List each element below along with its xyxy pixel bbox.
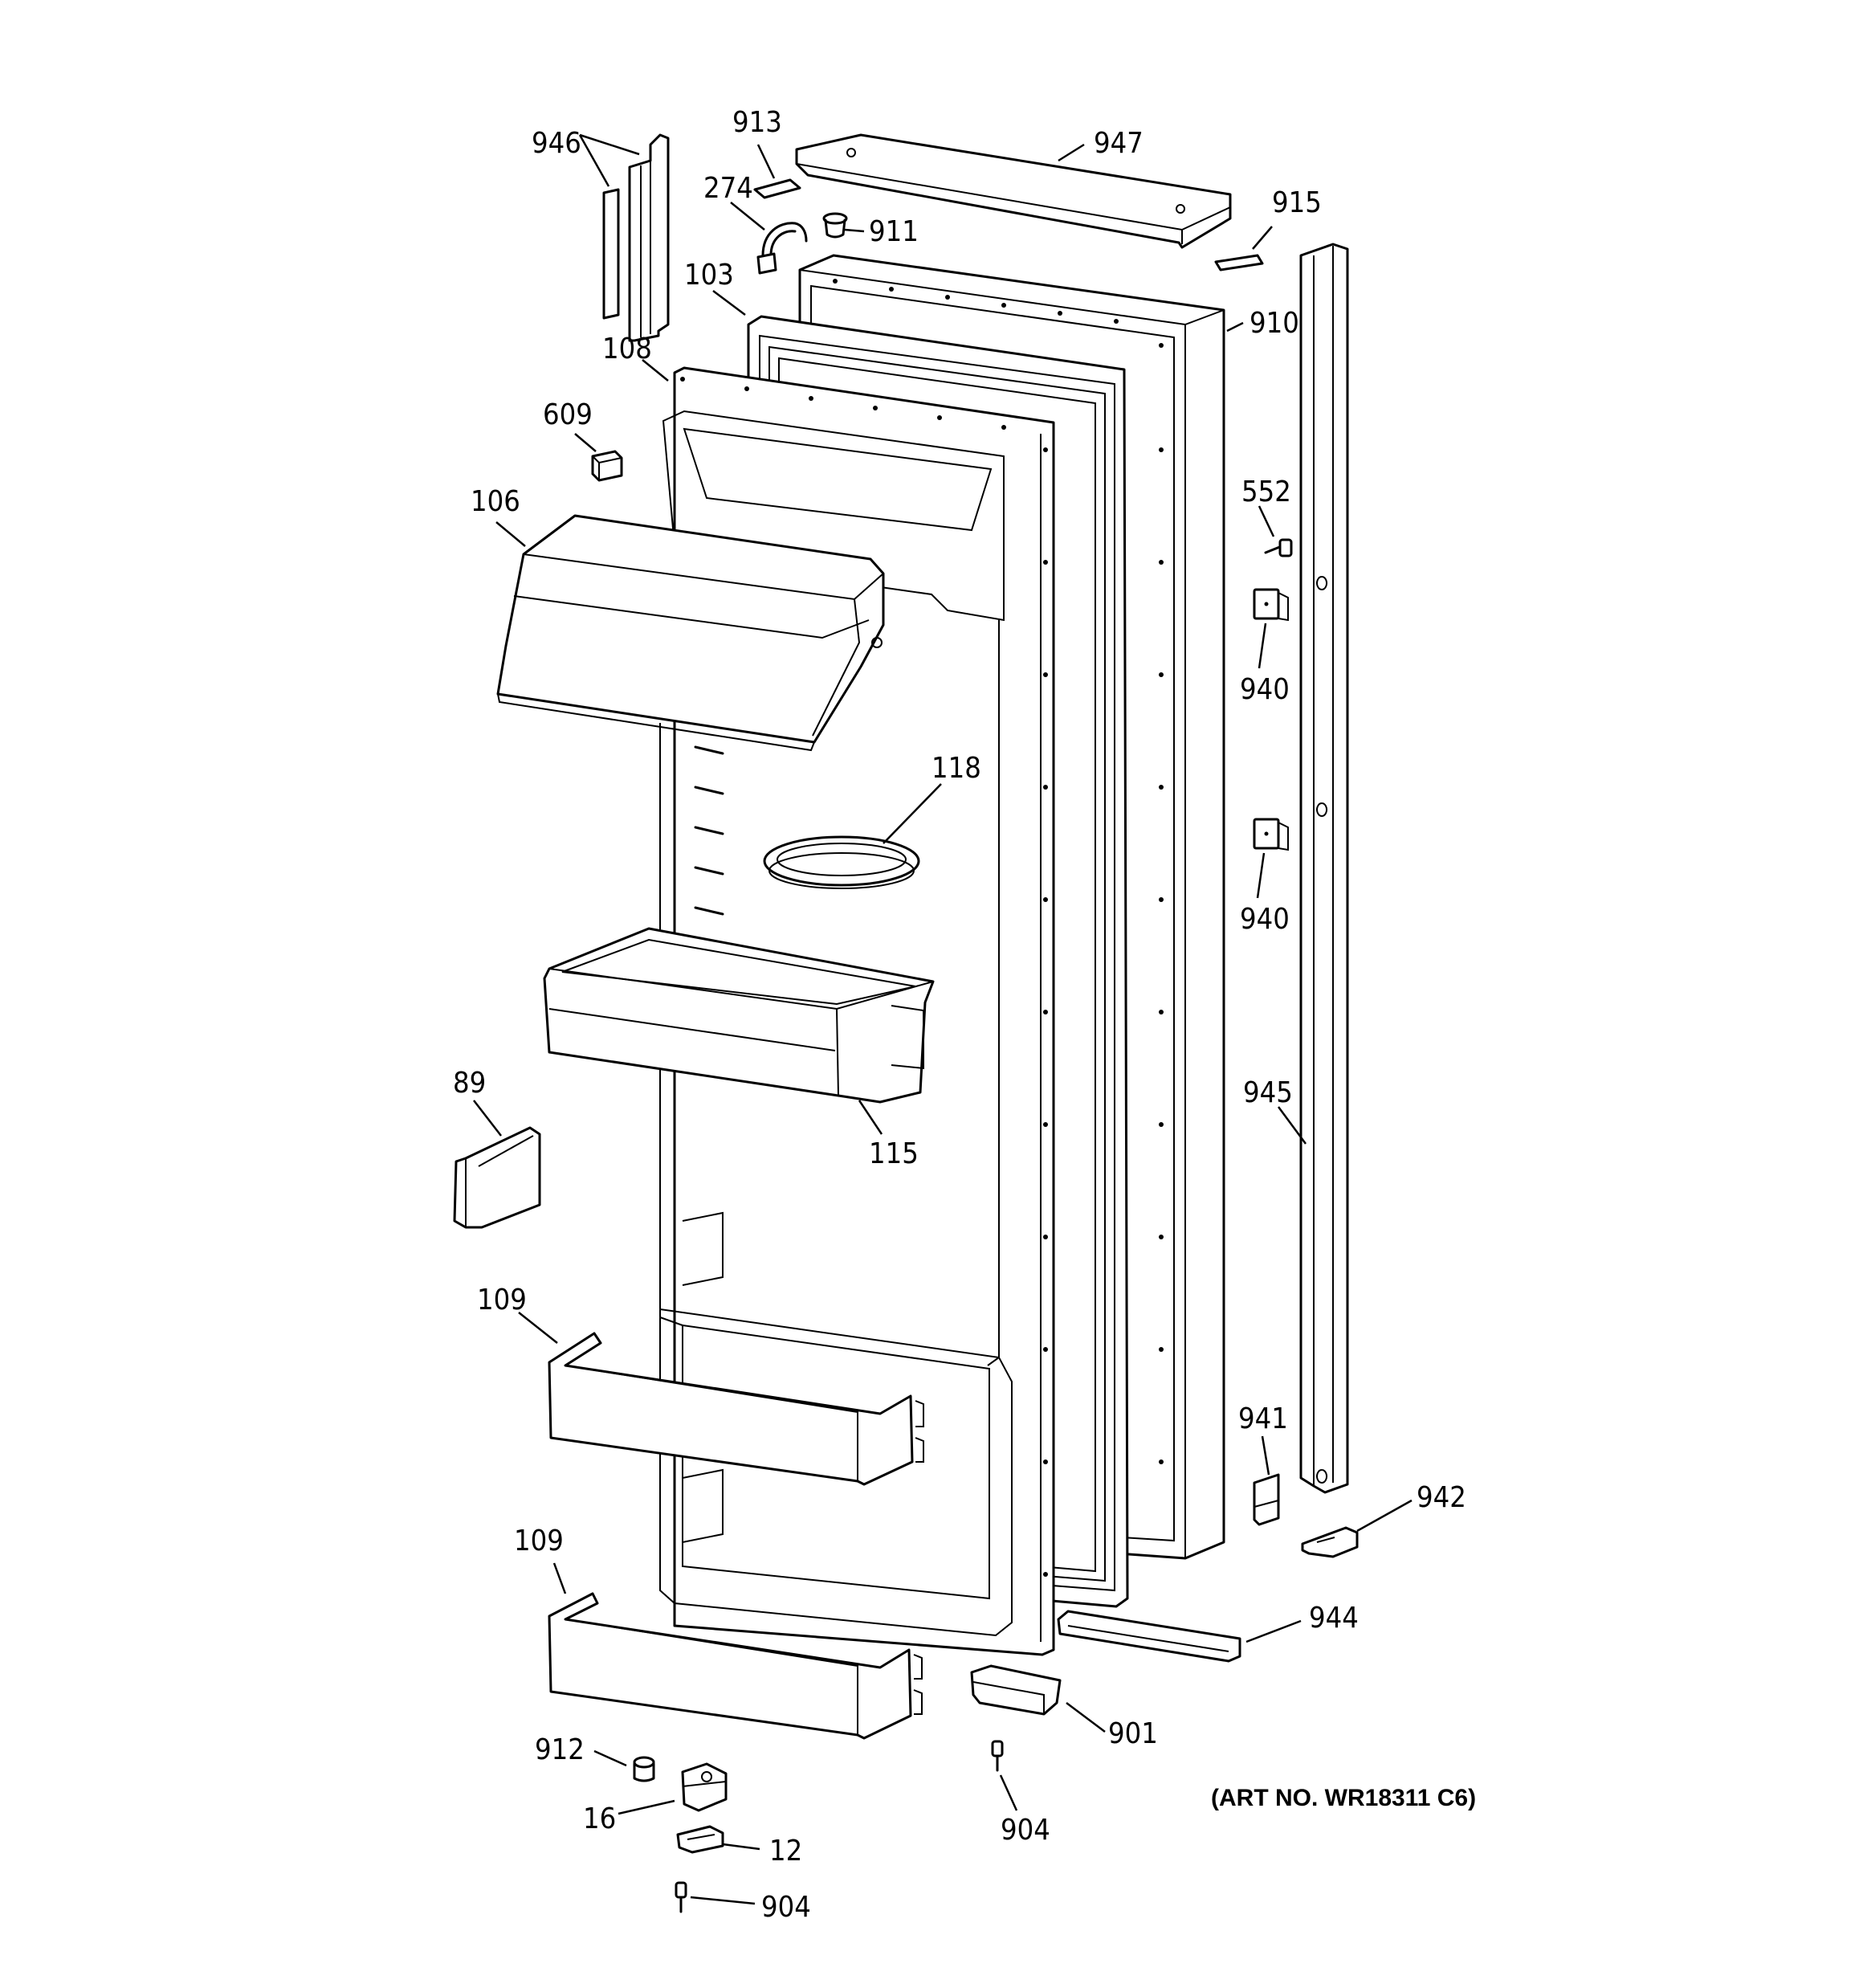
callout-901: 901 [1108, 1717, 1158, 1750]
part-940-upper-bracket [1253, 588, 1289, 622]
callout-940-lower: 940 [1240, 903, 1290, 936]
part-109-lower-door-shelf [548, 1592, 923, 1740]
part-915-pad [1214, 254, 1264, 271]
part-904-screw [991, 1740, 1004, 1772]
callout-leader-lines [473, 133, 1413, 1905]
callout-912: 912 [535, 1733, 585, 1766]
callout-108: 108 [602, 333, 652, 365]
part-912-plug [633, 1756, 655, 1782]
callout-109-lower: 109 [514, 1525, 564, 1557]
part-901-hinge-cover [970, 1664, 1062, 1716]
callout-labels: 946 913 947 274 911 915 103 910 108 609 … [453, 106, 1466, 1924]
callout-12: 12 [769, 1835, 802, 1868]
callout-552: 552 [1241, 476, 1291, 508]
part-904-screw [675, 1881, 687, 1913]
callout-89: 89 [453, 1067, 486, 1100]
callout-945: 945 [1243, 1076, 1293, 1109]
callout-609: 609 [543, 398, 593, 431]
part-118-egg-tray [763, 835, 920, 889]
part-115-deep-bin [543, 927, 935, 1104]
callout-274: 274 [703, 172, 753, 205]
callout-103: 103 [684, 259, 734, 292]
callout-913: 913 [732, 106, 782, 139]
part-911-plug [822, 212, 848, 239]
callout-946: 946 [532, 127, 581, 160]
callout-942: 942 [1417, 1481, 1466, 1514]
part-89-bin-clip [453, 1126, 541, 1229]
part-109-upper-door-shelf [548, 1332, 924, 1486]
part-944-bottom-rail [1057, 1610, 1241, 1663]
callout-904-bottom: 904 [761, 1891, 811, 1924]
part-274-wire-harness [756, 222, 808, 275]
part-940-lower-bracket [1253, 818, 1289, 851]
part-552-screw [1264, 538, 1293, 557]
callout-106: 106 [471, 485, 520, 518]
callout-944: 944 [1309, 1602, 1359, 1635]
callout-109-upper: 109 [477, 1284, 527, 1316]
part-609-switch [591, 450, 623, 482]
part-947-door-top-cap [795, 133, 1232, 249]
part-946-trim-strips [602, 133, 670, 342]
callout-915: 915 [1272, 186, 1322, 219]
part-106-dairy-door [496, 514, 885, 752]
callout-115: 115 [869, 1137, 919, 1170]
callout-16: 16 [583, 1802, 616, 1835]
callout-910: 910 [1249, 307, 1299, 340]
callout-911: 911 [869, 215, 919, 248]
callout-947: 947 [1094, 127, 1143, 160]
callout-940-upper: 940 [1240, 673, 1290, 706]
art-number: (ART NO. WR18311 C6) [1211, 1785, 1476, 1811]
part-942-hinge [1301, 1526, 1359, 1558]
part-941-bracket [1253, 1473, 1280, 1526]
callout-904-right: 904 [1001, 1814, 1050, 1847]
callout-118: 118 [932, 752, 981, 785]
callout-941: 941 [1238, 1402, 1288, 1435]
part-16-hinge-bracket [681, 1762, 728, 1812]
part-945-hinge-side-strip [1299, 243, 1349, 1494]
part-913-pad [753, 178, 801, 199]
part-12-cam [676, 1825, 724, 1854]
